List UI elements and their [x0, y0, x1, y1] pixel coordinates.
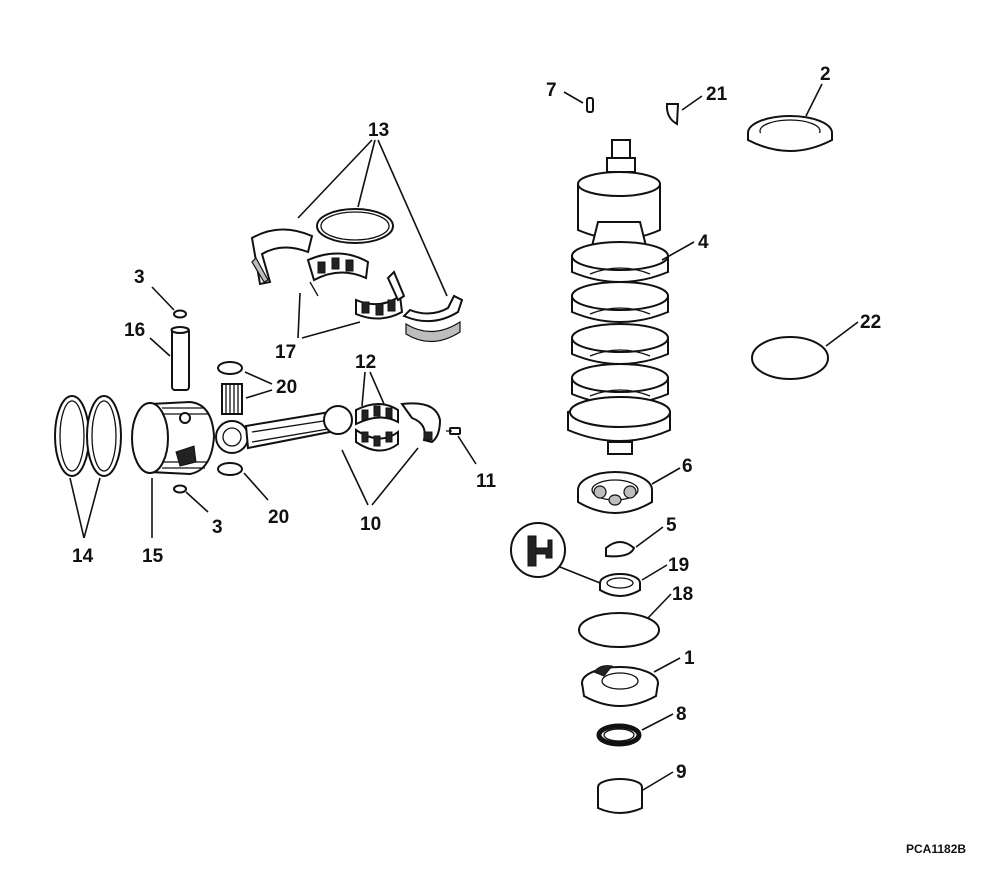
main-bearing-ring: [316, 208, 394, 244]
callout-19: 19: [668, 555, 689, 576]
wrist-pin: [170, 326, 190, 391]
cap-screw: [446, 427, 461, 435]
callout-5: 5: [666, 515, 677, 536]
callout-15: 15: [142, 546, 164, 567]
callout-1: 1: [684, 648, 695, 669]
lower-seal: [596, 723, 642, 747]
callout-21: 21: [706, 84, 728, 105]
callout-4: 4: [698, 232, 709, 253]
upper-seal: [747, 115, 833, 152]
callout-13: 13: [368, 120, 389, 141]
piston: [131, 400, 216, 476]
callout-7: 7: [546, 80, 557, 101]
callout-9: 9: [676, 762, 687, 783]
seal-detail-inset: [510, 522, 601, 584]
o-ring-22: [751, 336, 829, 380]
retaining-ring: [605, 541, 636, 558]
main-bearing-shell-a: [250, 228, 314, 286]
callout-12: 12: [355, 352, 376, 373]
callout-3-upper: 3: [134, 267, 145, 288]
callout-18: 18: [672, 584, 693, 605]
callout-2: 2: [820, 64, 831, 85]
woodruff-key: [665, 103, 680, 126]
small-end-bearing: [217, 361, 243, 476]
pin-retainer-upper: [173, 309, 187, 319]
sleeve: [597, 778, 643, 814]
callout-labels: 13 17 3 16 20 12 11 10 20 3 15 14 7 21 2…: [72, 64, 881, 783]
o-ring-18: [578, 612, 660, 648]
drawing-code: PCA1182B: [906, 842, 966, 856]
callout-6: 6: [682, 456, 693, 477]
dowel-pin: [586, 97, 594, 113]
pin-retainer-lower: [173, 484, 187, 494]
leader-lines: [69, 83, 859, 791]
piston-ring-pair: [54, 395, 122, 477]
main-bearing-cage-a: [306, 252, 370, 297]
callout-17: 17: [275, 342, 296, 363]
callout-16: 16: [124, 320, 145, 341]
callout-22: 22: [860, 312, 881, 333]
callout-8: 8: [676, 704, 687, 725]
main-bearing-cage-b: [355, 270, 406, 320]
needle-bearing-cage-12: [355, 403, 399, 452]
callout-20-lower: 20: [268, 507, 289, 528]
connecting-rod: [215, 405, 353, 454]
callout-11: 11: [476, 471, 497, 492]
bearing-housing: [581, 665, 659, 707]
main-bearing-shell-b: [402, 294, 464, 343]
callout-10: 10: [360, 514, 381, 535]
lower-main-bearing: [577, 471, 653, 514]
rod-cap: [400, 402, 442, 444]
crankshaft: [567, 139, 671, 455]
callout-3-lower: 3: [212, 517, 223, 538]
callout-20-upper: 20: [276, 377, 297, 398]
small-seal: [599, 573, 641, 597]
callout-14: 14: [72, 546, 94, 567]
